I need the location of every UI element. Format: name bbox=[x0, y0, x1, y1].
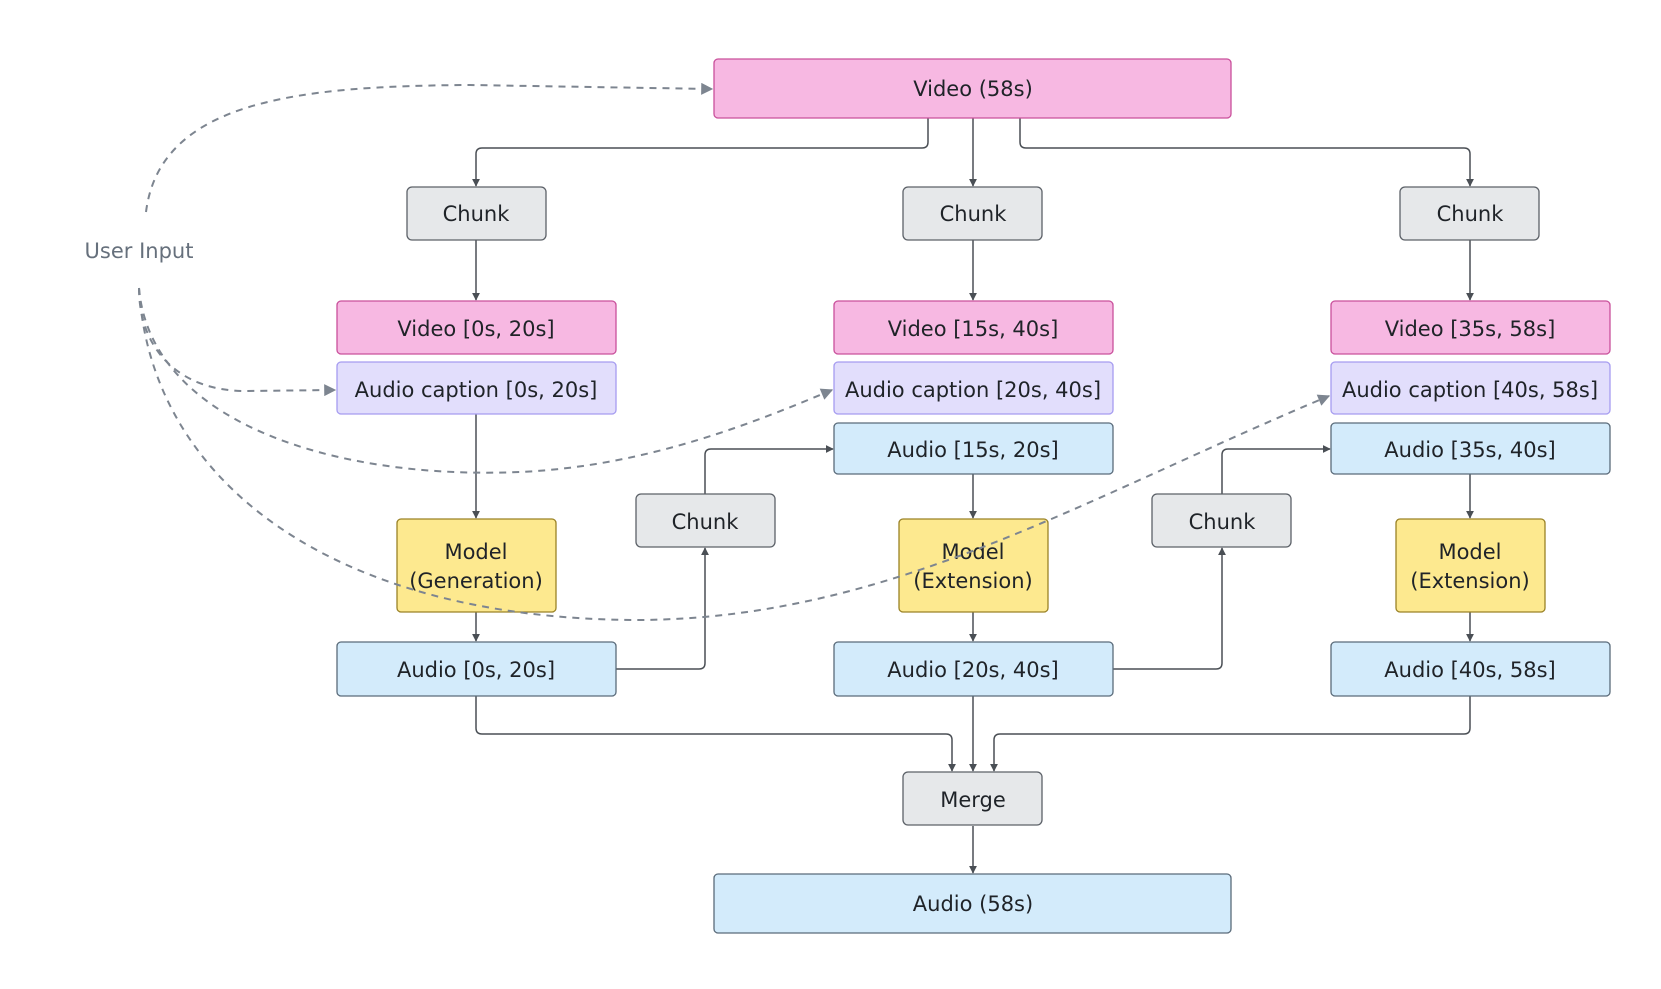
edge-video-to-chunk-right bbox=[1019, 118, 1474, 187]
node-chunk-mid-label: Chunk bbox=[940, 202, 1008, 226]
node-audio-full: Audio (58s) bbox=[713, 873, 1232, 934]
node-video-seg-1-label: Video [0s, 20s] bbox=[397, 317, 554, 341]
node-chunk-right-label: Chunk bbox=[1437, 202, 1505, 226]
dashed-edge-user-input-to-video bbox=[145, 82, 714, 213]
node-audio-out-2-label: Audio [20s, 40s] bbox=[887, 658, 1058, 682]
node-audio-out-2: Audio [20s, 40s] bbox=[833, 641, 1114, 697]
node-overlap-audio-2: Audio [15s, 20s] bbox=[833, 422, 1114, 475]
node-caption-2-label: Audio caption [20s, 40s] bbox=[845, 378, 1101, 402]
node-video-seg-1: Video [0s, 20s] bbox=[336, 300, 617, 355]
edge-audio-1-to-overlap-chunk-1 bbox=[616, 547, 709, 670]
node-overlap-audio-3-label: Audio [35s, 40s] bbox=[1384, 438, 1555, 462]
node-chunk-right: Chunk bbox=[1399, 186, 1540, 241]
node-video-full-label: Video (58s) bbox=[913, 77, 1033, 101]
node-overlap-chunk-2: Chunk bbox=[1151, 493, 1292, 548]
node-model-2: Model (Extension) bbox=[898, 518, 1049, 613]
edge-overlap-chunk-1-to-overlap-audio-2 bbox=[704, 445, 834, 494]
node-chunk-left: Chunk bbox=[406, 186, 547, 241]
node-video-seg-3-label: Video [35s, 58s] bbox=[1385, 317, 1556, 341]
edge-audio-2-to-overlap-chunk-2 bbox=[1113, 547, 1226, 670]
edge-overlap-chunk-2-to-overlap-audio-3 bbox=[1221, 445, 1331, 494]
edge-audio-3-to-merge bbox=[990, 696, 1471, 772]
user-input-label: User Input bbox=[85, 239, 194, 263]
node-caption-3-label: Audio caption [40s, 58s] bbox=[1342, 378, 1598, 402]
node-audio-full-label: Audio (58s) bbox=[913, 892, 1033, 916]
node-audio-out-3: Audio [40s, 58s] bbox=[1330, 641, 1611, 697]
node-caption-1: Audio caption [0s, 20s] bbox=[336, 361, 617, 415]
node-audio-out-3-label: Audio [40s, 58s] bbox=[1384, 658, 1555, 682]
node-model-1-label-line1: Model bbox=[444, 540, 507, 564]
node-merge: Merge bbox=[902, 771, 1043, 826]
node-video-seg-3: Video [35s, 58s] bbox=[1330, 300, 1611, 355]
node-model-3-label-line1: Model bbox=[1438, 540, 1501, 564]
node-model-2-label-line2: (Extension) bbox=[913, 569, 1032, 593]
node-video-seg-2-label: Video [15s, 40s] bbox=[888, 317, 1059, 341]
nodes: Video (58s) Chunk Chunk Chunk Video [0s,… bbox=[336, 58, 1611, 934]
dashed-edge-user-input-to-caption-3 bbox=[138, 287, 1331, 622]
edge-audio-1-to-merge bbox=[475, 696, 956, 772]
edge-video-to-chunk-left bbox=[472, 118, 929, 187]
node-overlap-chunk-1-label: Chunk bbox=[672, 510, 740, 534]
node-audio-out-1: Audio [0s, 20s] bbox=[336, 641, 617, 697]
node-overlap-audio-2-label: Audio [15s, 20s] bbox=[887, 438, 1058, 462]
node-audio-out-1-label: Audio [0s, 20s] bbox=[397, 658, 555, 682]
node-model-2-label-line1: Model bbox=[941, 540, 1004, 564]
node-model-1: Model (Generation) bbox=[396, 518, 557, 613]
node-model-3: Model (Extension) bbox=[1395, 518, 1546, 613]
node-overlap-audio-3: Audio [35s, 40s] bbox=[1330, 422, 1611, 475]
user-input-edges bbox=[138, 82, 1331, 622]
node-merge-label: Merge bbox=[940, 788, 1006, 812]
node-caption-2: Audio caption [20s, 40s] bbox=[833, 361, 1114, 415]
node-model-1-label-line2: (Generation) bbox=[409, 569, 543, 593]
dashed-edge-user-input-to-caption-1 bbox=[138, 287, 337, 397]
node-video-seg-2: Video [15s, 40s] bbox=[833, 300, 1114, 355]
node-model-3-label-line2: (Extension) bbox=[1410, 569, 1529, 593]
node-chunk-left-label: Chunk bbox=[443, 202, 511, 226]
solid-edges bbox=[472, 118, 1474, 874]
node-caption-3: Audio caption [40s, 58s] bbox=[1330, 361, 1611, 415]
dashed-edge-user-input-to-caption-2 bbox=[138, 287, 834, 474]
node-overlap-chunk-2-label: Chunk bbox=[1189, 510, 1257, 534]
node-chunk-mid: Chunk bbox=[902, 186, 1043, 241]
node-caption-1-label: Audio caption [0s, 20s] bbox=[355, 378, 598, 402]
node-overlap-chunk-1: Chunk bbox=[635, 493, 776, 548]
node-video-full: Video (58s) bbox=[713, 58, 1232, 119]
